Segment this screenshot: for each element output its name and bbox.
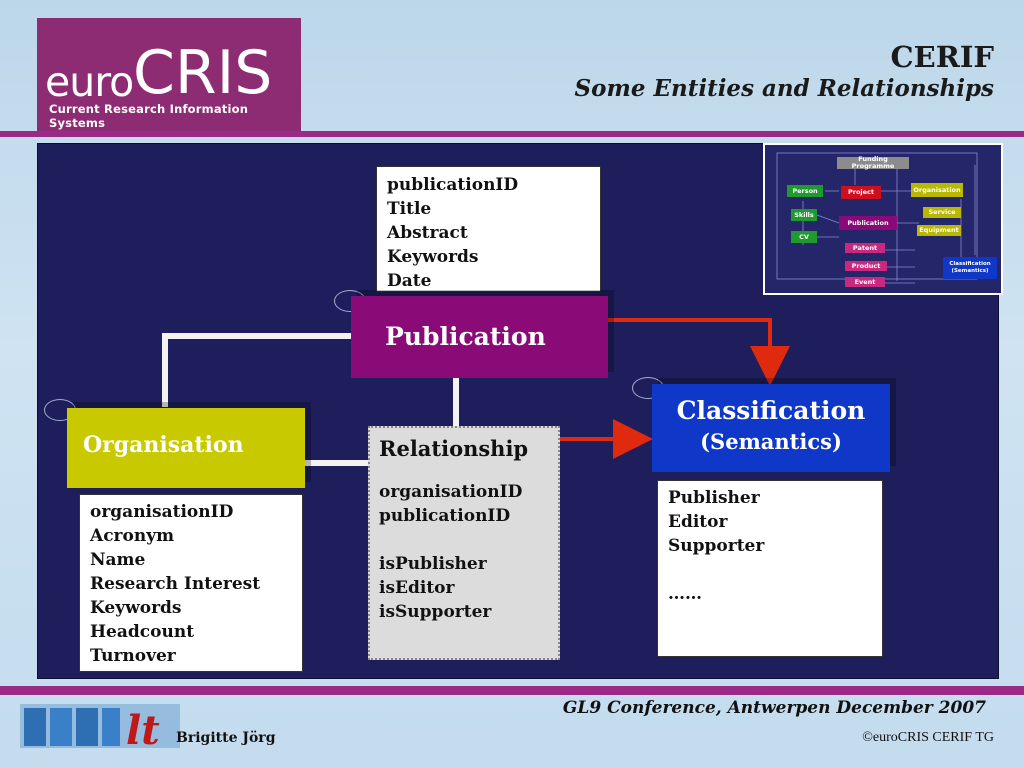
inset-person: Person (787, 185, 823, 197)
attribute: Keywords (90, 598, 182, 618)
dfki-logo: lt (20, 704, 180, 752)
relationship-key: organisationID (379, 482, 523, 502)
classification-values: Publisher Editor Supporter …… (657, 480, 883, 657)
classification-label: Classification (676, 396, 866, 425)
eurocris-logo: euro CRIS Current Research Information S… (37, 18, 301, 131)
inset-service: Service (923, 207, 961, 218)
publication-entity: Publication (351, 296, 608, 378)
arrow-publication-to-classification (608, 318, 790, 386)
copyright-label: ©euroCRIS CERIF TG (862, 730, 994, 745)
classification-value: Publisher (668, 488, 760, 508)
relationship-box: Relationship organisationID publicationI… (368, 426, 560, 660)
inset-patent: Patent (845, 243, 885, 253)
inset-funding-programme: Funding Programme (837, 156, 909, 170)
organisation-entity: Organisation (67, 408, 305, 488)
attribute: Name (90, 550, 146, 570)
inset-event: Event (845, 277, 885, 287)
footer-rule (0, 686, 1024, 695)
relationship-role: isPublisher (379, 554, 487, 574)
inset-skills: Skills (791, 209, 817, 221)
attribute: Keywords (387, 247, 479, 267)
logo-euro-text: euro (45, 58, 134, 106)
inset-organisation: Organisation (911, 183, 963, 197)
inset-cv: CV (791, 231, 817, 243)
attribute: Abstract (387, 223, 468, 243)
attribute: Title (387, 199, 432, 219)
classification-value: Supporter (668, 536, 765, 556)
header-rule (0, 131, 1024, 137)
relationship-key: publicationID (379, 506, 511, 526)
attribute: Turnover (90, 646, 176, 666)
publication-label: Publication (385, 322, 546, 351)
attribute: publicationID (387, 175, 519, 195)
publication-attributes: publicationID Title Abstract Keywords Da… (376, 166, 601, 292)
title-main: CERIF (890, 40, 994, 74)
relationship-role: isEditor (379, 578, 455, 598)
classification-entity: Classification (Semantics) (652, 384, 890, 472)
classification-value: Editor (668, 512, 728, 532)
inset-equipment: Equipment (917, 225, 961, 236)
relationship-role: isSupporter (379, 602, 492, 622)
classification-sublabel: (Semantics) (700, 429, 842, 454)
title-subtitle: Some Entities and Relationships (574, 75, 994, 102)
organisation-attributes: organisationID Acronym Name Research Int… (79, 494, 303, 672)
conference-label: GL9 Conference, Antwerpen December 2007 (562, 698, 986, 718)
svg-text:lt: lt (126, 707, 160, 752)
inset-classification: Classification (Semantics) (943, 257, 997, 279)
slide-title: CERIF Some Entities and Relationships (575, 40, 994, 104)
organisation-label: Organisation (83, 432, 244, 458)
attribute: Headcount (90, 622, 195, 642)
logo-tagline: Current Research Information Systems (49, 102, 249, 130)
relationship-label: Relationship (379, 436, 529, 461)
attribute: Date (387, 271, 432, 291)
presenter-name: Brigitte Jörg (176, 730, 276, 746)
inset-project: Project (841, 186, 881, 199)
inset-product: Product (845, 261, 887, 271)
attribute: Research Interest (90, 574, 261, 594)
line-org-to-publication (162, 333, 352, 407)
logo-cris-text: CRIS (133, 38, 273, 108)
attribute: Acronym (90, 526, 175, 546)
inset-publication: Publication (839, 216, 897, 230)
attribute: organisationID (90, 502, 234, 522)
classification-value: …… (668, 584, 702, 604)
cerif-overview-inset: Funding Programme Person Project Organis… (763, 143, 1003, 295)
